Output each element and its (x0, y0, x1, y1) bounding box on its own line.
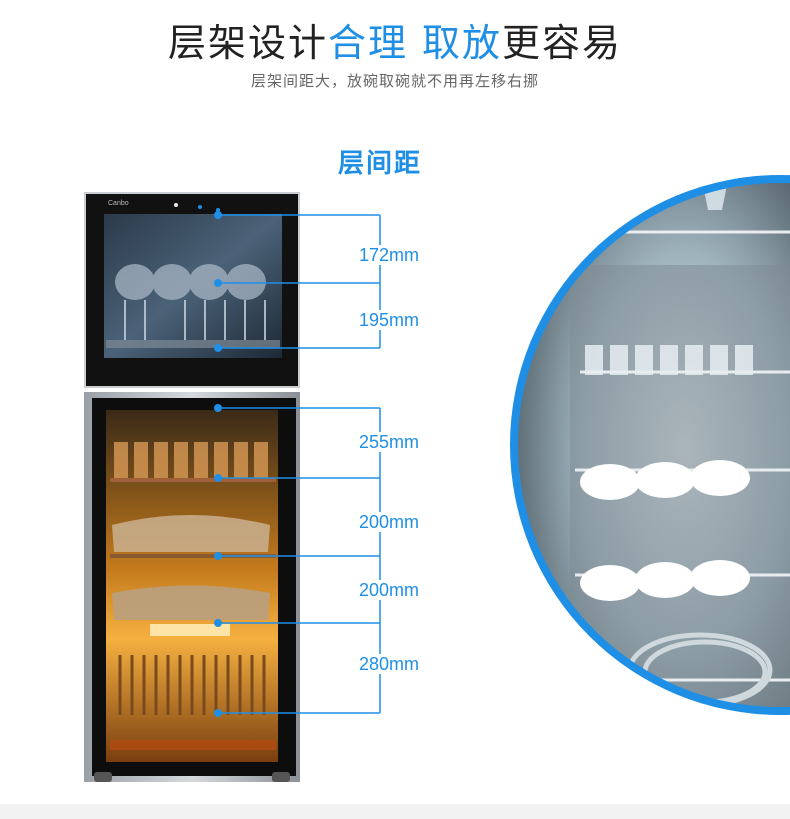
headline: 层架设计合理 取放更容易 (0, 12, 790, 67)
measurement-dots (214, 211, 222, 717)
bottom-bar (0, 804, 790, 819)
headline-part1: 层架设计 (167, 21, 328, 65)
lower-cabinet (84, 392, 300, 782)
section-title: 层间距 (337, 149, 422, 179)
headline-part2: 合理 取放 (327, 21, 503, 65)
dimension-label-5: 200mm (356, 580, 423, 600)
dimension-label-6: 280mm (356, 654, 423, 674)
dimension-label-4: 200mm (356, 512, 423, 532)
closeup-photo (510, 175, 790, 715)
dimension-label-3: 255mm (356, 432, 423, 452)
upper-cabinet: Canbo (84, 192, 300, 388)
dimension-label-1: 172mm (356, 245, 423, 265)
subline: 层架间距大，放碗取碗就不用再左移右挪 (250, 72, 539, 90)
brand-label: Canbo (108, 200, 129, 207)
headline-part3: 更容易 (502, 21, 623, 65)
dimension-label-2: 195mm (356, 310, 423, 330)
